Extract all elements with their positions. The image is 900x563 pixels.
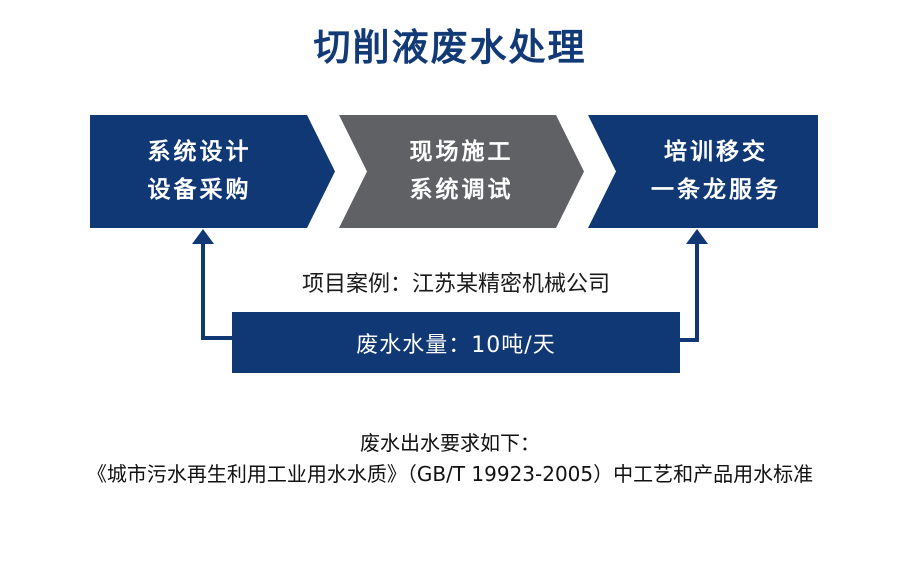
process-step-1-line2: 设备采购 xyxy=(147,176,252,203)
page-title: 切削液废水处理 xyxy=(313,26,587,69)
process-step-3[interactable]: 培训移交 一条龙服务 xyxy=(588,115,818,228)
arrow-up-right-icon xyxy=(686,229,708,244)
arrow-up-left-icon xyxy=(192,229,214,244)
connector-left-vertical xyxy=(201,243,205,340)
wastewater-volume-text: 废水水量：10吨/天 xyxy=(356,332,556,358)
connector-right-horizontal xyxy=(663,338,699,342)
process-step-2-line2: 系统调试 xyxy=(409,176,514,203)
process-step-3-line1: 培训移交 xyxy=(664,139,768,166)
footer-note: 废水出水要求如下： 《城市污水再生利用工业用水水质》（GB/T 19923-20… xyxy=(0,428,900,490)
footer-line-1: 废水出水要求如下： xyxy=(360,431,540,455)
connector-right-vertical xyxy=(695,243,699,342)
process-step-2[interactable]: 现场施工 系统调试 xyxy=(339,115,584,228)
process-step-2-line1: 现场施工 xyxy=(409,139,514,166)
case-caption: 项目案例：江苏某精密机械公司 xyxy=(301,272,610,297)
wastewater-volume-box: 废水水量：10吨/天 xyxy=(232,312,680,373)
connector-left-horizontal xyxy=(201,336,235,340)
footer-line-2: 《城市污水再生利用工业用水水质》（GB/T 19923-2005）中工艺和产品用… xyxy=(86,462,814,486)
process-step-1[interactable]: 系统设计 设备采购 xyxy=(90,115,335,228)
process-step-1-line1: 系统设计 xyxy=(147,139,252,166)
process-step-3-line2: 一条龙服务 xyxy=(651,176,781,203)
